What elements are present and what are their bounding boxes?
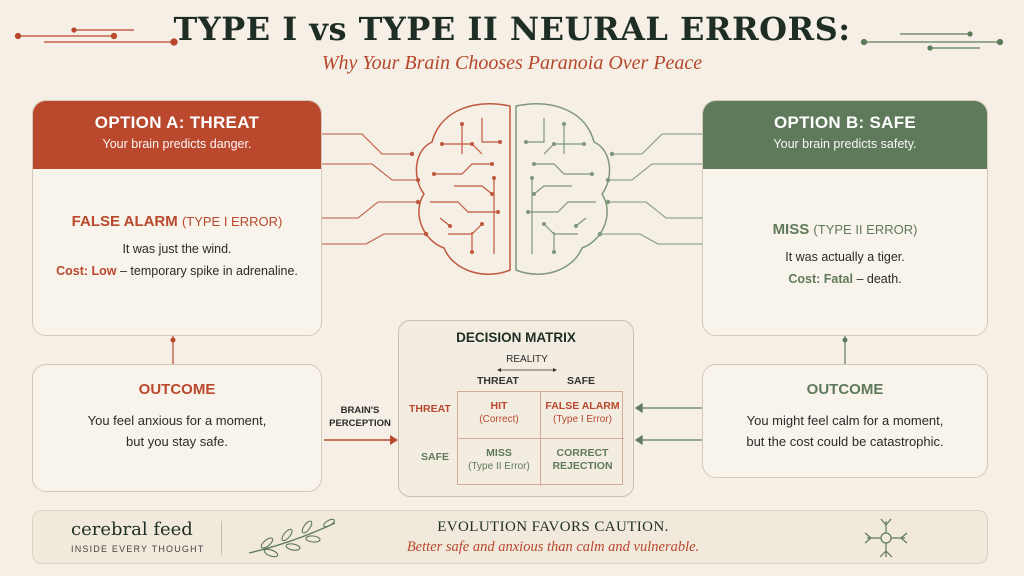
outcome-b-text: You might feel calm for a moment, but th… [703, 410, 987, 452]
cell-hit: HIT (Correct) [458, 392, 541, 439]
outcome-a-line2: but you stay safe. [126, 434, 228, 449]
option-a-line: It was just the wind. [122, 242, 232, 256]
decision-matrix: DECISION MATRIX REALITY THREAT SAFE THRE… [398, 320, 634, 497]
option-a-subheading: Your brain predicts danger. [102, 137, 252, 151]
option-b-subheading: Your brain predicts safety. [773, 137, 917, 151]
cell-false-alarm: FALSE ALARM (Type I Error) [541, 392, 624, 439]
brand-tagline: INSIDE EVERY THOUGHT [71, 544, 205, 554]
cell-miss-title: MISS [486, 447, 512, 459]
footer-main-text: EVOLUTION FAVORS CAUTION. [437, 519, 669, 535]
cell-hit-sub: (Correct) [479, 414, 519, 425]
outcome-a-line1: You feel anxious for a moment, [87, 413, 267, 428]
option-a-header: OPTION A: THREAT Your brain predicts dan… [33, 101, 321, 169]
option-b-cost-label: Cost: Fatal [788, 272, 853, 286]
option-b-line: It was actually a tiger. [785, 250, 905, 264]
outcome-b-heading: OUTCOME [806, 381, 884, 398]
option-a-heading: OPTION A: THREAT [94, 113, 260, 132]
brand-name: cerebral feed [71, 519, 193, 540]
cell-cr-title2: REJECTION [552, 460, 613, 472]
cell-correct-rejection: CORRECT REJECTION [541, 439, 624, 486]
outcome-a-card: OUTCOME You feel anxious for a moment, b… [32, 364, 322, 492]
laurel-branch-icon [248, 518, 336, 558]
circuit-decoration-left [14, 27, 178, 46]
option-b-heading: OPTION B: SAFE [773, 113, 917, 132]
outcome-a-text: You feel anxious for a moment, but you s… [33, 410, 321, 452]
option-a-cost-text: – temporary spike in adrenaline. [116, 264, 298, 278]
page-subtitle: Why Your Brain Chooses Paranoia Over Pea… [321, 52, 703, 74]
miss-title: MISS (TYPE II ERROR) [703, 221, 987, 238]
footer-sub-text: Better safe and anxious than calm and vu… [406, 539, 700, 555]
option-b-card: OPTION B: SAFE Your brain predicts safet… [702, 100, 988, 336]
false-alarm-label: FALSE ALARM [71, 213, 178, 230]
cell-false-alarm-title: FALSE ALARM [545, 400, 620, 412]
footer-banner: cerebral feed INSIDE EVERY THOUGHT EVOLU… [32, 510, 988, 564]
false-alarm-title: FALSE ALARM (TYPE I ERROR) [33, 213, 321, 230]
col-safe-label: SAFE [567, 375, 596, 387]
option-a-cost: Cost: Low – temporary spike in adrenalin… [33, 264, 321, 278]
circuit-decoration-right [860, 31, 1004, 51]
option-b-cost-text: – death. [852, 272, 902, 286]
perception-line1: BRAIN'S [340, 405, 380, 416]
perception-label: BRAIN'S PERCEPTION [322, 404, 398, 430]
type-one-label: (TYPE I ERROR) [181, 214, 283, 229]
perception-arrow-icon [324, 435, 398, 445]
cell-miss-sub: (Type II Error) [468, 461, 530, 472]
cell-miss: MISS (Type II Error) [458, 439, 541, 486]
outcome-b-line1: You might feel calm for a moment, [746, 413, 944, 428]
type-two-label: (TYPE II ERROR) [813, 222, 918, 237]
miss-label: MISS [772, 221, 810, 238]
perception-line2: PERCEPTION [329, 418, 391, 429]
option-a-body: FALSE ALARM (TYPE I ERROR) It was just t… [33, 169, 321, 278]
outcome-b-line2: but the cost could be catastrophic. [746, 434, 944, 449]
matrix-arrows-icon [634, 402, 702, 446]
row-threat-label: THREAT [409, 403, 451, 415]
reality-arrows-icon [497, 368, 557, 372]
option-a-card: OPTION A: THREAT Your brain predicts dan… [32, 100, 322, 336]
option-a-cost-label: Cost: Low [56, 264, 117, 278]
cell-hit-title: HIT [490, 400, 508, 412]
matrix-title: DECISION MATRIX [456, 330, 576, 345]
row-safe-label: SAFE [421, 451, 450, 463]
col-threat-label: THREAT [477, 375, 519, 387]
outcome-a-heading: OUTCOME [138, 381, 216, 398]
footer-divider [221, 521, 222, 555]
cell-false-alarm-sub: (Type I Error) [553, 414, 612, 425]
connector-a [170, 336, 176, 364]
neuron-icon [864, 518, 908, 558]
reality-label: REALITY [506, 354, 548, 365]
cell-cr-title1: CORRECT [556, 447, 609, 459]
outcome-b-card: OUTCOME You might feel calm for a moment… [702, 364, 988, 478]
option-b-body: MISS (TYPE II ERROR) It was actually a t… [703, 169, 987, 286]
connector-b [842, 336, 848, 364]
option-b-header: OPTION B: SAFE Your brain predicts safet… [703, 101, 987, 169]
option-b-cost: Cost: Fatal – death. [703, 272, 987, 286]
matrix-grid: HIT (Correct) FALSE ALARM (Type I Error)… [457, 391, 624, 486]
page-title: TYPE I vs TYPE II NEURAL ERRORS: [173, 10, 851, 48]
brain-circuit-icon [322, 103, 702, 275]
